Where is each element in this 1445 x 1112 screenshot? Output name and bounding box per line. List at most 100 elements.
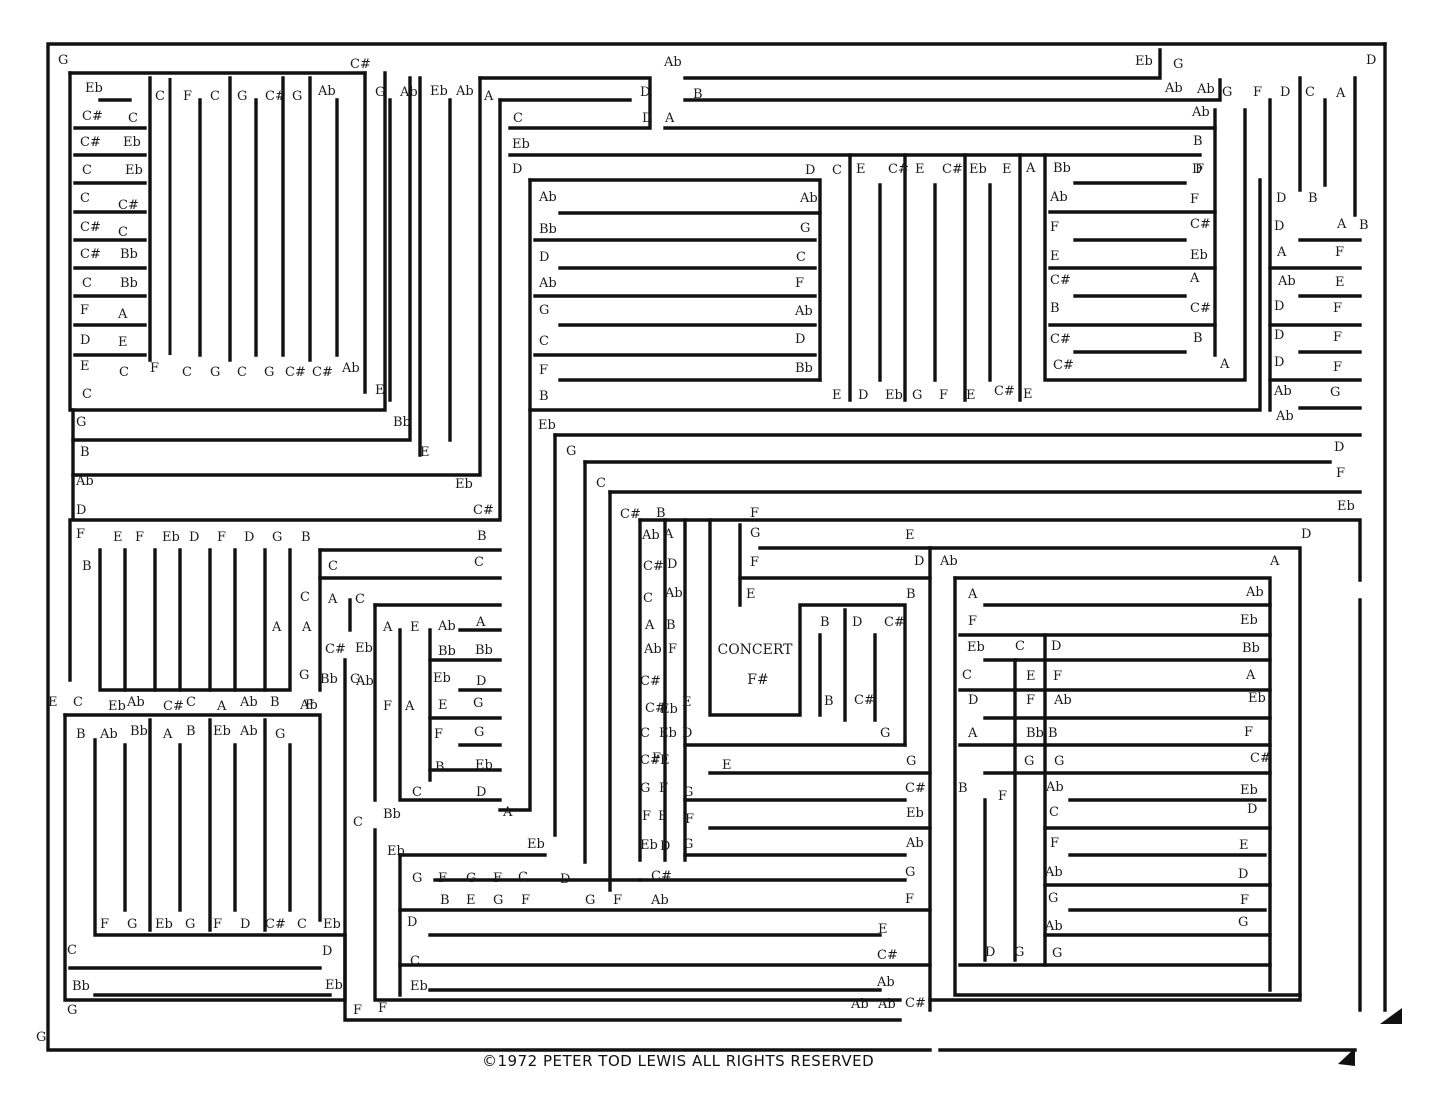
note-label: Ab <box>876 975 895 990</box>
note-label: Eb <box>967 640 985 655</box>
note-label: Eb <box>1337 499 1355 514</box>
note-label: C <box>73 695 83 710</box>
note-label: C <box>355 592 365 607</box>
note-label: E <box>1002 162 1012 177</box>
note-label: Ab <box>538 190 557 205</box>
note-label: A <box>664 111 675 126</box>
note-label: C# <box>265 917 286 932</box>
note-label: G <box>127 917 137 932</box>
note-label: Bb <box>383 807 401 822</box>
corner-arrow-icon <box>1338 1048 1355 1066</box>
note-label: C# <box>118 198 139 213</box>
note-label: Eb <box>108 699 126 714</box>
note-label: Eb <box>325 978 343 993</box>
note-label: Ab <box>1245 585 1264 600</box>
note-label: Ab <box>664 586 683 601</box>
note-label: C# <box>620 507 641 522</box>
note-label: G <box>67 1003 77 1018</box>
note-label: B <box>958 781 968 796</box>
note-label: F <box>493 871 502 886</box>
note-label: C <box>82 276 92 291</box>
note-label: C <box>186 695 196 710</box>
note-label: D <box>1274 219 1284 234</box>
note-label: Ab <box>239 724 258 739</box>
note-label: Ab <box>341 361 360 376</box>
note-label: E <box>832 388 842 403</box>
note-label: Eb <box>323 917 341 932</box>
note-label: D <box>1051 639 1061 654</box>
note-label: Eb <box>355 641 373 656</box>
note-label: F <box>305 698 314 713</box>
note-label: E <box>658 809 668 824</box>
note-label: Ab <box>99 727 118 742</box>
note-label: D <box>1274 355 1284 370</box>
note-label: C <box>513 111 523 126</box>
note-label: D <box>1276 191 1286 206</box>
note-label: G <box>1048 891 1058 906</box>
note-label: G <box>906 754 916 769</box>
note-label: Eb <box>430 84 448 99</box>
note-label: B <box>1193 331 1203 346</box>
note-label: D <box>1301 527 1311 542</box>
note-label: Ab <box>355 674 374 689</box>
note-label: E <box>915 162 925 177</box>
note-label: G <box>412 871 422 886</box>
note-label: G <box>1330 385 1340 400</box>
note-label: E <box>1023 387 1033 402</box>
note-label: C# <box>1190 217 1211 232</box>
note-label: Ab <box>75 474 94 489</box>
note-label: B <box>1050 301 1060 316</box>
note-label: E <box>466 893 476 908</box>
note-label: E <box>660 753 670 768</box>
note-label: A <box>483 89 494 104</box>
note-label: Ab <box>317 84 336 99</box>
center-region <box>638 518 932 1012</box>
note-label: E <box>682 695 692 710</box>
note-label: F <box>378 1001 387 1016</box>
note-label: F <box>76 527 85 542</box>
note-label: G <box>264 365 274 380</box>
note-label: C# <box>1190 301 1211 316</box>
note-label: D <box>914 554 924 569</box>
note-label: F <box>521 893 530 908</box>
note-label: F <box>659 781 668 796</box>
note-label: E <box>80 359 90 374</box>
note-label: C <box>210 89 220 104</box>
note-label: E <box>1050 249 1060 264</box>
exit-arrow-icon <box>1380 1008 1402 1024</box>
note-label: Eb <box>1135 54 1153 69</box>
note-label: G <box>1054 754 1064 769</box>
note-label: F <box>1240 893 1249 908</box>
note-label: Bb <box>120 276 138 291</box>
note-label: E <box>1026 669 1036 684</box>
note-label: D <box>240 917 250 932</box>
note-label: F <box>150 361 159 376</box>
note-label: E <box>410 620 420 635</box>
note-label: Bb <box>320 672 338 687</box>
note-label: F <box>750 555 759 570</box>
note-label: F <box>1335 245 1344 260</box>
note-label: C <box>300 590 310 605</box>
note-label: F <box>652 751 661 766</box>
note-label: E <box>905 528 915 543</box>
copyright-line: ©1972 PETER TOD LEWIS ALL RIGHTS RESERVE… <box>482 1052 874 1070</box>
note-label: F <box>613 893 622 908</box>
note-label: D <box>642 111 652 126</box>
note-label: B <box>656 506 666 521</box>
note-label: G <box>800 221 810 236</box>
note-label: Ab <box>641 528 660 543</box>
note-label: G <box>905 865 915 880</box>
note-label: G <box>683 785 693 800</box>
note-label: F <box>642 809 651 824</box>
note-label: G <box>1052 946 1062 961</box>
note-label: D <box>1274 328 1284 343</box>
note-label: Eb <box>1240 783 1258 798</box>
note-label: A <box>1276 245 1287 260</box>
note-label: G <box>750 526 760 541</box>
note-label: A <box>117 307 128 322</box>
note-label: C <box>237 365 247 380</box>
note-label: D <box>667 557 677 572</box>
note-label: A <box>1219 357 1230 372</box>
note-label: Bb <box>795 361 813 376</box>
note-label: F <box>353 1003 362 1018</box>
